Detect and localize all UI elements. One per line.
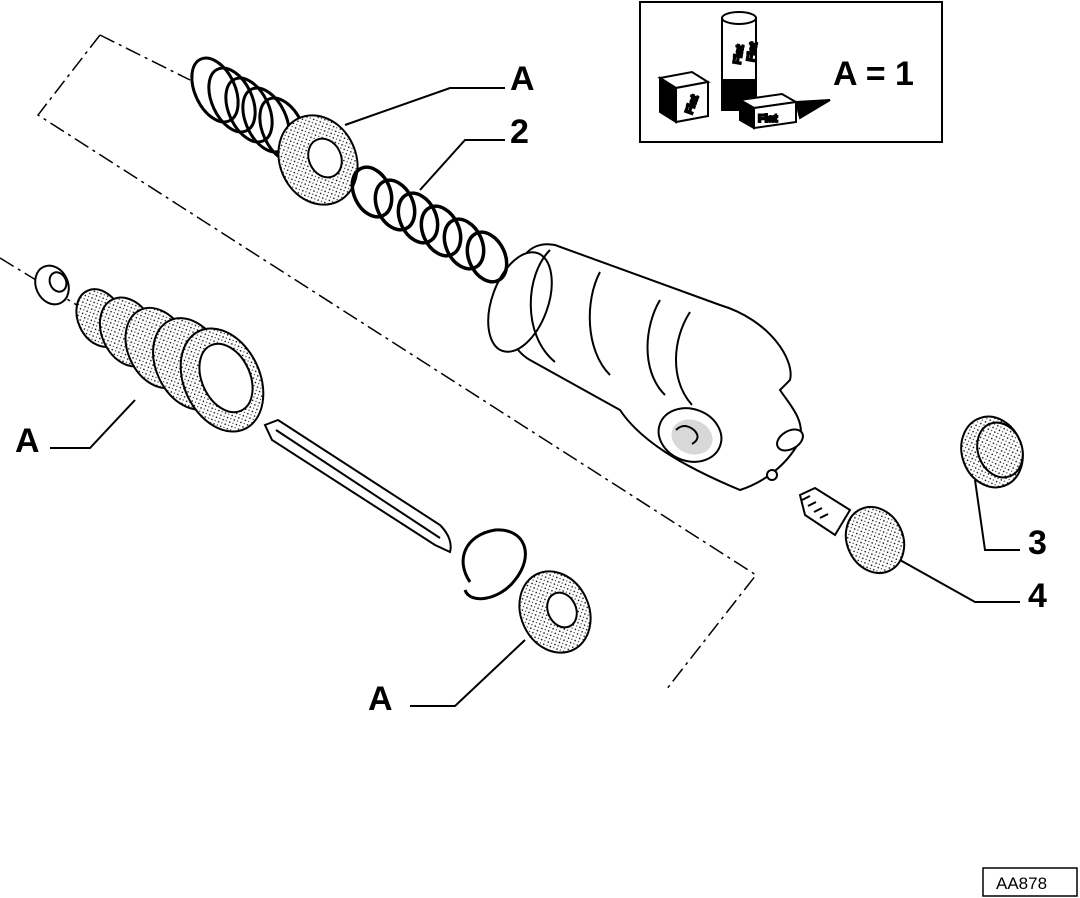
small-ring xyxy=(34,264,70,306)
tube-label-2: Fiat xyxy=(745,41,760,63)
dust-boot-a xyxy=(75,288,265,433)
callout-3: 3 xyxy=(1028,524,1047,562)
spring-2 xyxy=(350,165,509,284)
box-label-right: Fiat xyxy=(758,113,778,125)
callout-a-left: A xyxy=(15,422,40,460)
legend-box: Fiat Fiat Fiat Fiat A = 1 xyxy=(639,1,943,143)
drawing-code: AA878 xyxy=(996,874,1047,893)
callout-a-top: A xyxy=(510,60,535,98)
drawing-code-box: AA878 xyxy=(982,867,1078,897)
legend-equation: A = 1 xyxy=(833,55,914,93)
callout-4: 4 xyxy=(1028,577,1047,615)
top-seal-a xyxy=(277,114,359,206)
push-rod xyxy=(263,418,452,554)
slave-cylinder-body xyxy=(487,243,804,492)
bottom-seal-a xyxy=(518,570,592,654)
snap-ring xyxy=(461,528,527,601)
tube-label-1: Fiat xyxy=(731,44,746,66)
bleed-valve-4 xyxy=(798,486,906,575)
leader-lines xyxy=(50,87,1020,707)
dust-cap-3 xyxy=(960,415,1024,489)
callout-a-bottom: A xyxy=(368,680,393,718)
grease-box-left-icon: Fiat xyxy=(657,70,711,124)
grease-tube-icon: Fiat Fiat xyxy=(721,11,761,111)
callout-2: 2 xyxy=(510,113,529,151)
grease-box-right-icon: Fiat xyxy=(736,92,831,130)
